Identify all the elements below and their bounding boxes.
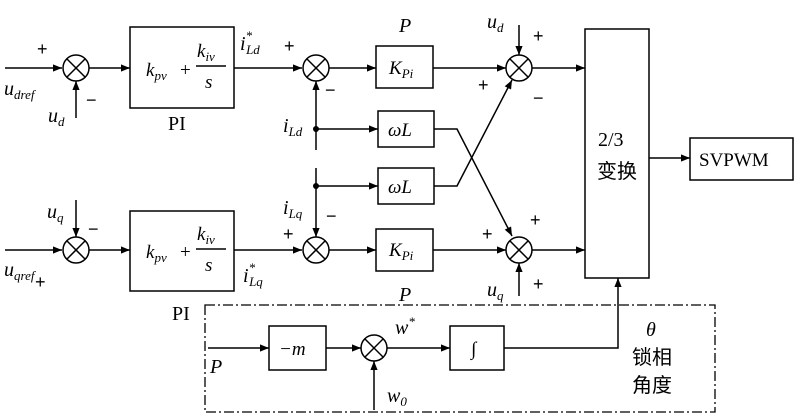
sign-j2-bottom: − bbox=[325, 80, 336, 100]
svg-text:ud: ud bbox=[487, 11, 504, 35]
label-w-star: w* bbox=[395, 314, 415, 339]
label-pll-angle-1: 锁相 bbox=[632, 345, 672, 369]
sign-j3-left: + bbox=[478, 75, 489, 95]
label-udref: udref bbox=[4, 78, 37, 102]
label-uqref: uqref bbox=[4, 259, 37, 283]
pi-block-q: kpv + kiv s bbox=[129, 210, 235, 292]
svg-text:P: P bbox=[209, 356, 222, 378]
kpi-block-q: KPi bbox=[375, 228, 434, 272]
label-pll-angle-2: 角度 bbox=[632, 373, 672, 397]
svpwm-block: SVPWM bbox=[689, 137, 794, 181]
svg-text:s: s bbox=[205, 72, 212, 93]
sum-junction-j7 bbox=[360, 334, 388, 362]
sum-junction-j1 bbox=[62, 54, 90, 82]
label-uq-feedback: uq bbox=[47, 201, 64, 225]
label-w0: w0 bbox=[387, 385, 407, 409]
sign-j3-bottom: − bbox=[533, 88, 544, 108]
sum-junction-j4 bbox=[62, 236, 90, 264]
svg-text:iLd: iLd bbox=[283, 115, 303, 139]
label-uq-ff: uq bbox=[487, 279, 504, 303]
gain-block: −m bbox=[268, 325, 327, 371]
label-theta: θ bbox=[646, 319, 656, 341]
svg-text:ud: ud bbox=[48, 105, 65, 129]
svg-text:ωL: ωL bbox=[388, 120, 412, 141]
pll-frame bbox=[204, 304, 716, 413]
svg-text:kpv: kpv bbox=[146, 242, 167, 265]
svg-text:kiv: kiv bbox=[197, 41, 215, 64]
svg-text:iLq: iLq bbox=[283, 197, 303, 221]
label-iLq: iLq bbox=[283, 197, 303, 221]
p-caption-q: P bbox=[398, 284, 411, 306]
kpi-block-d: KPi bbox=[375, 45, 434, 89]
svg-text:ωL: ωL bbox=[388, 177, 412, 198]
svg-text:i*Ld: i*Ld bbox=[240, 28, 260, 57]
svg-text:w*: w* bbox=[395, 314, 415, 339]
wire-wl2-to-j3 bbox=[434, 79, 513, 187]
svg-text:KPi: KPi bbox=[388, 240, 414, 263]
svg-text:kiv: kiv bbox=[197, 224, 215, 247]
label-iLd-ref: i*Ld bbox=[240, 28, 260, 57]
integrator-block: ∫ bbox=[449, 325, 505, 371]
label-iLd: iLd bbox=[283, 115, 303, 139]
label-P-input: P bbox=[209, 356, 222, 378]
transform-block: 2/3 变换 bbox=[584, 28, 650, 279]
sign-j6-left: + bbox=[482, 224, 493, 244]
sum-junction-j3 bbox=[505, 54, 533, 82]
sign-j1-bottom: − bbox=[86, 90, 97, 110]
svg-text:uq: uq bbox=[47, 201, 64, 225]
omega-l-block-1: ωL bbox=[377, 110, 435, 148]
svg-text:kpv: kpv bbox=[146, 60, 167, 83]
sign-j4-left: + bbox=[35, 272, 46, 292]
svg-text:w0: w0 bbox=[387, 385, 407, 409]
svg-text:s: s bbox=[205, 255, 212, 276]
sum-junction-j2 bbox=[302, 54, 330, 82]
sum-junction-j5 bbox=[302, 236, 330, 264]
sign-j1-top: + bbox=[37, 39, 48, 59]
wire-theta-to-transform bbox=[504, 278, 622, 349]
pi-block-d: kpv + kiv s bbox=[129, 26, 235, 109]
sign-j6-bottom: + bbox=[533, 274, 544, 294]
svg-text:变换: 变换 bbox=[597, 159, 637, 183]
svg-text:+: + bbox=[180, 242, 191, 263]
sign-j5-left: + bbox=[283, 224, 294, 244]
sum-junction-j6 bbox=[505, 236, 533, 264]
svg-text:KPi: KPi bbox=[388, 58, 414, 81]
svg-text:uq: uq bbox=[487, 279, 504, 303]
sign-j6-top: + bbox=[530, 210, 541, 230]
label-ud-feedback: ud bbox=[48, 105, 65, 129]
svg-text:−m: −m bbox=[279, 339, 306, 360]
pi-caption-q: PI bbox=[172, 303, 190, 325]
sign-j4-top: − bbox=[88, 219, 99, 239]
svg-text:i*Lq: i*Lq bbox=[243, 260, 263, 289]
omega-l-block-2: ωL bbox=[377, 167, 435, 205]
wire-wl1-to-j6 bbox=[434, 128, 513, 237]
label-iLq-ref: i*Lq bbox=[243, 260, 263, 289]
label-ud-ff: ud bbox=[487, 11, 504, 35]
sign-j2-left: + bbox=[284, 36, 295, 56]
pi-caption-d: PI bbox=[168, 113, 186, 135]
svg-text:udref: udref bbox=[4, 78, 37, 102]
svg-text:∫: ∫ bbox=[470, 339, 478, 361]
p-caption-d: P bbox=[398, 15, 411, 37]
svg-text:2/3: 2/3 bbox=[598, 129, 624, 151]
sign-j3-top: + bbox=[533, 26, 544, 46]
svg-text:+: + bbox=[180, 60, 191, 81]
svg-text:uqref: uqref bbox=[4, 259, 37, 283]
svg-text:SVPWM: SVPWM bbox=[699, 150, 769, 171]
sign-j5-top: − bbox=[326, 206, 337, 226]
